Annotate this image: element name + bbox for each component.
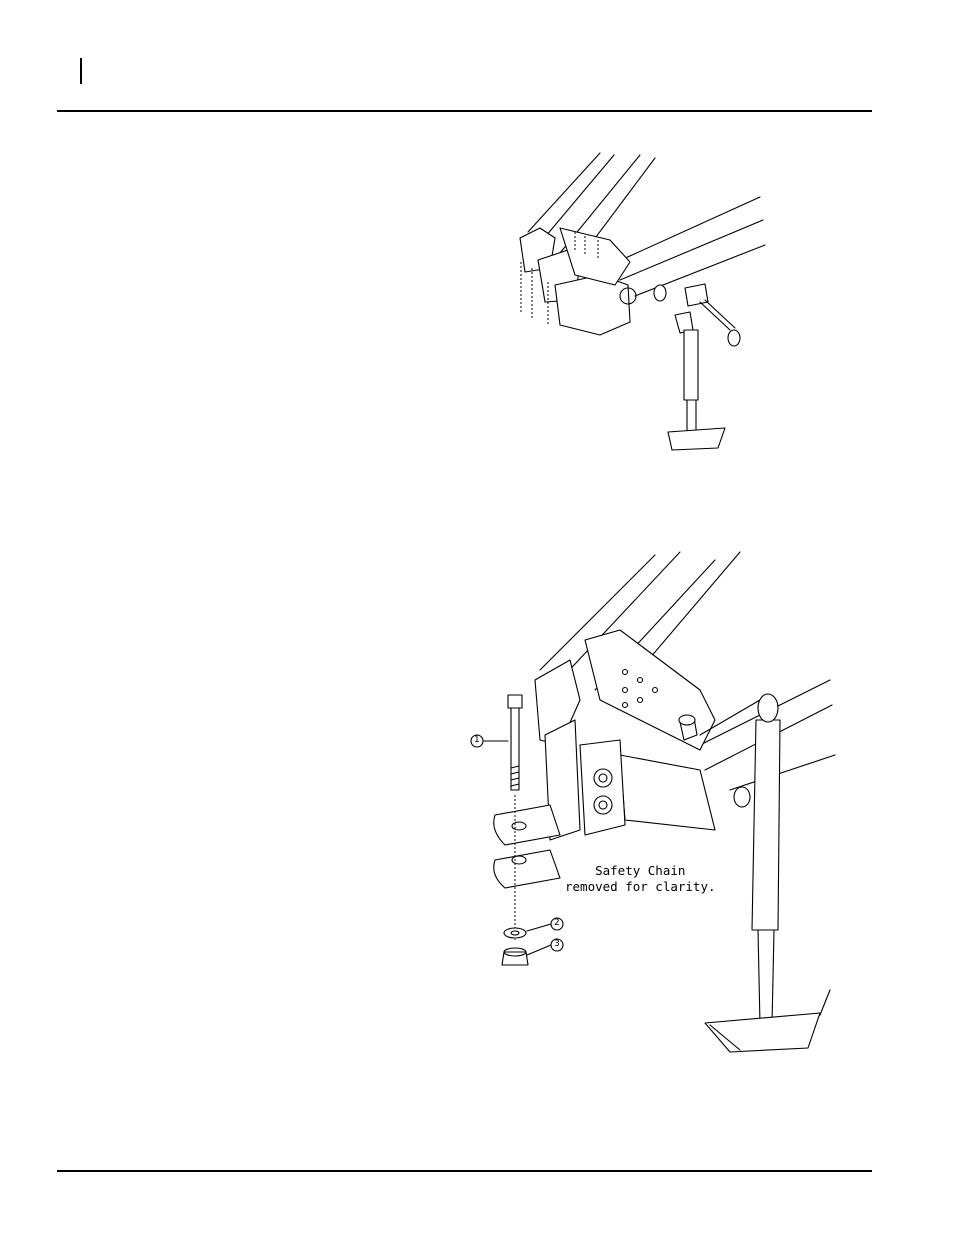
callout-1: 1 (474, 735, 480, 745)
bottom-clevis (494, 795, 560, 940)
callout-2: 2 (554, 918, 560, 928)
note-line-2: removed for clarity. (565, 879, 716, 895)
nut (502, 948, 528, 965)
hitch-bolt (508, 695, 522, 790)
callout-3: 3 (554, 939, 560, 949)
note-line-1: Safety Chain (565, 863, 716, 879)
bottom-jack-body (705, 694, 830, 1052)
figure-note: Safety Chain removed for clarity. (565, 863, 716, 895)
washer (504, 928, 526, 938)
